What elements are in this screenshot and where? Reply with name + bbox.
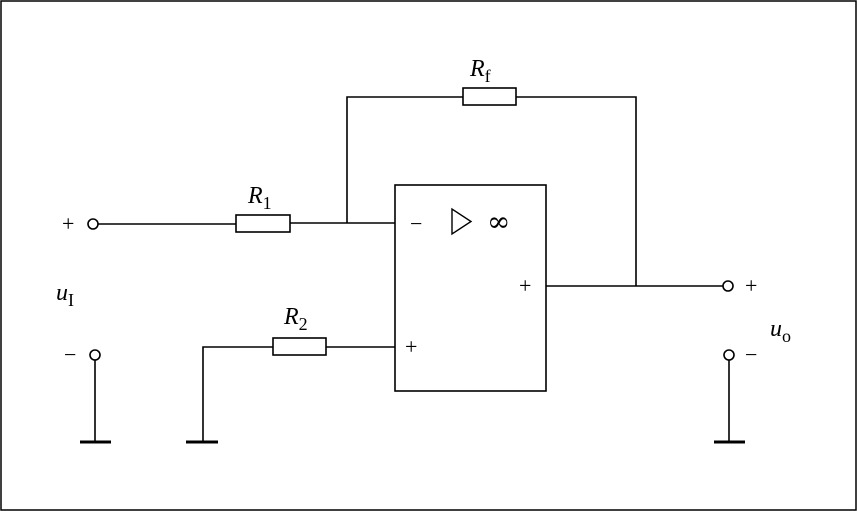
opamp-box	[394, 184, 547, 392]
output-plus-sign: +	[745, 273, 757, 298]
label-r2: R2	[283, 304, 308, 334]
resistor-r1	[235, 214, 291, 233]
resistor-rf	[462, 87, 517, 106]
input-terminal-plus	[87, 218, 99, 230]
input-terminal-minus	[89, 349, 101, 361]
output-minus-sign: −	[745, 342, 757, 367]
label-r1: R1	[247, 183, 272, 213]
label-uo: uo	[770, 316, 791, 346]
opamp-triangle-icon	[451, 207, 473, 236]
opamp-output-sign: +	[519, 273, 531, 298]
opamp-gain-symbol: ∞	[487, 205, 510, 238]
opamp-noninverting-sign: +	[405, 334, 417, 359]
feedback-wire-right	[516, 96, 637, 286]
label-ui: uI	[56, 280, 74, 310]
input-plus-sign: +	[62, 211, 74, 236]
feedback-wire-left	[346, 96, 463, 223]
output-terminal-plus	[722, 280, 734, 292]
opamp-inverting-sign: −	[410, 211, 422, 236]
input-minus-sign: −	[64, 342, 76, 367]
r2-ground-wire	[202, 346, 273, 442]
label-rf: Rf	[469, 56, 491, 86]
resistor-r2	[272, 337, 327, 356]
output-terminal-minus	[723, 349, 735, 361]
